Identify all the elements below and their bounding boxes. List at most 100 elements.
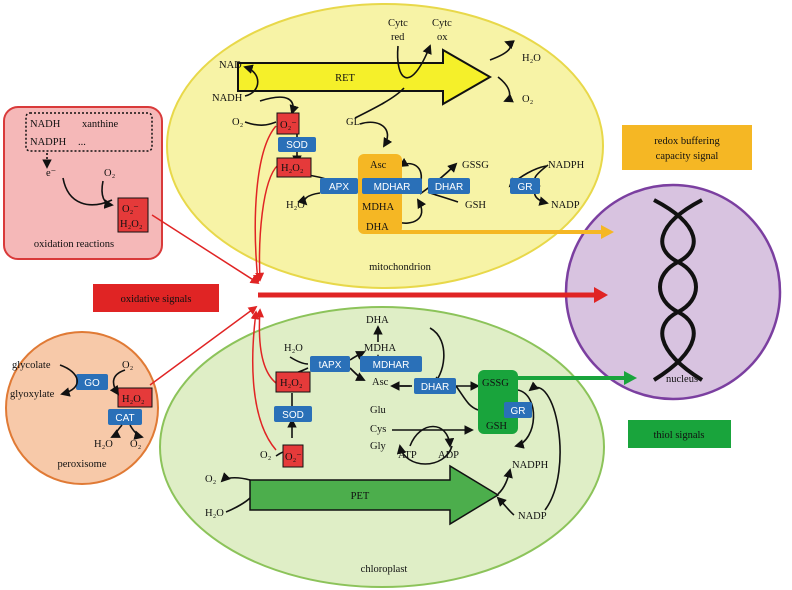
- mito-h2o2-box: [276, 157, 312, 178]
- mito-sod-box: [278, 137, 316, 152]
- mito-sod: SOD: [286, 140, 308, 151]
- chl-h2o-left: H₂O: [205, 508, 224, 519]
- chl-dha: DHA: [366, 315, 389, 326]
- chl-h2o: H₂O: [284, 343, 303, 354]
- mito-h2o: H₂O: [522, 53, 541, 64]
- ox-superoxide: O₂⁻: [122, 204, 139, 215]
- chl-gly: Gly: [370, 441, 387, 452]
- ox-nadph: NADPH: [30, 137, 67, 148]
- mito-dha: DHA: [366, 222, 389, 233]
- chl-superoxide-box: [282, 444, 304, 468]
- perox-h2o2: H₂O₂: [122, 394, 145, 405]
- mitochondrion-compartment: [166, 3, 604, 289]
- chl-nadp: NADP: [518, 511, 547, 522]
- mito-gsh: GSH: [465, 200, 486, 211]
- perox-o2-bottom: O₂: [130, 439, 142, 450]
- chl-mdha: MDHA: [364, 343, 397, 354]
- thiol-signals-box: [628, 420, 731, 448]
- oxidation-arrows: [42, 153, 114, 209]
- perox-h2o2-box: [117, 387, 153, 408]
- mito-o2-left: O₂: [232, 117, 244, 128]
- ox-nadh: NADH: [30, 119, 61, 130]
- chl-gsh: GSH: [486, 421, 507, 432]
- chl-superoxide: O₂⁻: [285, 452, 302, 463]
- oxidative-signal-arrow: [258, 287, 608, 303]
- oxidation-label: oxidation reactions: [34, 239, 114, 250]
- chl-tapx: tAPX: [319, 360, 342, 371]
- mito-nad: NAD: [219, 60, 242, 71]
- perox-cat-box: [108, 409, 142, 425]
- mito-gr: GR: [518, 182, 533, 193]
- chl-mdhar-box: [360, 356, 422, 372]
- peroxisome-arrows: [59, 364, 144, 440]
- chl-dhar: DHAR: [421, 382, 449, 393]
- mito-superoxide-box: [276, 112, 300, 135]
- ox-h2o2: H₂O₂: [120, 219, 143, 230]
- mito-nadh: NADH: [212, 93, 243, 104]
- chl-dhar-box: [414, 378, 456, 394]
- oxidative-signals-label: oxidative signals: [121, 294, 192, 305]
- ret-label: RET: [335, 73, 355, 84]
- mito-cytc-ox-2: ox: [437, 32, 448, 43]
- mito-apx: APX: [329, 182, 349, 193]
- chloroplast-labels: H₂O DHA MDHA Asc Glu Cys Gly ATP ADP NAD…: [205, 315, 549, 575]
- perox-o2-top: O₂: [122, 360, 134, 371]
- mitochondrion-labels: NAD NADH Cytc red Cytc ox H₂O O₂ O₂ GL H…: [212, 18, 585, 273]
- ox-xanthine: xanthine: [82, 119, 118, 130]
- perox-glyoxylate: glyoxylate: [10, 389, 55, 400]
- redox-buffering-label-1: redox buffering: [654, 136, 720, 147]
- chl-asc: Asc: [372, 377, 389, 388]
- mito-dhar: DHAR: [435, 182, 463, 193]
- mito-cytc-red-1: Cytc: [388, 18, 408, 29]
- mito-gssg: GSSG: [462, 160, 489, 171]
- thiol-signals-label: thiol signals: [653, 430, 704, 441]
- dna-helix-icon: [652, 198, 704, 382]
- peroxisome-label: peroxisome: [58, 459, 107, 470]
- chl-h2o2-box: [275, 371, 311, 393]
- peroxisome-compartment: [5, 331, 159, 485]
- chl-gr: GR: [511, 406, 526, 417]
- mito-gl: GL: [346, 117, 360, 128]
- mito-cytc-ox-1: Cytc: [432, 18, 452, 29]
- chl-sod-box: [274, 406, 312, 422]
- ros-arrows: [149, 125, 279, 451]
- nucleus-label: nucleus: [666, 374, 698, 385]
- mito-mdha: MDHA: [362, 202, 395, 213]
- chl-o2-left: O₂: [205, 474, 217, 485]
- ox-electron: e⁻: [46, 168, 56, 179]
- chl-tapx-box: [310, 356, 350, 372]
- ox-ros-box: [117, 197, 149, 233]
- perox-h2o: H₂O: [94, 439, 113, 450]
- mito-h2o2: H₂O₂: [281, 163, 304, 174]
- mito-nadp: NADP: [551, 200, 580, 211]
- chl-cys: Cys: [370, 424, 386, 435]
- chl-h2o2: H₂O₂: [280, 378, 303, 389]
- chl-sod: SOD: [282, 410, 304, 421]
- chl-glu: Glu: [370, 405, 387, 416]
- mito-o2-right: O₂: [522, 94, 534, 105]
- mito-h2o-apx: H₂O: [286, 200, 305, 211]
- ret-arrow: RET: [237, 48, 493, 106]
- mito-cytc-red-2: red: [391, 32, 405, 43]
- pet-label: PET: [351, 491, 370, 502]
- ox-o2: O₂: [104, 168, 116, 179]
- chl-gr-box: [504, 402, 532, 418]
- mito-dhar-box: [428, 178, 470, 194]
- mito-apx-box: [320, 178, 358, 194]
- perox-glycolate: glycolate: [12, 360, 51, 371]
- chl-mdhar: MDHAR: [373, 360, 410, 371]
- perox-go-box: [76, 374, 108, 390]
- mito-nadph: NADPH: [548, 160, 585, 171]
- redox-buffering-label-2: capacity signal: [656, 151, 719, 162]
- redox-buffering-box: [622, 125, 752, 170]
- perox-cat: CAT: [115, 413, 134, 424]
- chl-gssg: GSSG: [482, 378, 509, 389]
- mitochondrion-label: mitochondrion: [369, 262, 432, 273]
- chl-atp: ATP: [398, 450, 417, 461]
- mito-gr-box: [510, 178, 540, 194]
- chl-o2-sod: O₂: [260, 450, 272, 461]
- mito-superoxide: O₂⁻: [280, 120, 297, 131]
- mito-mdhar: MDHAR: [374, 182, 411, 193]
- ox-ellipsis: ...: [78, 137, 86, 148]
